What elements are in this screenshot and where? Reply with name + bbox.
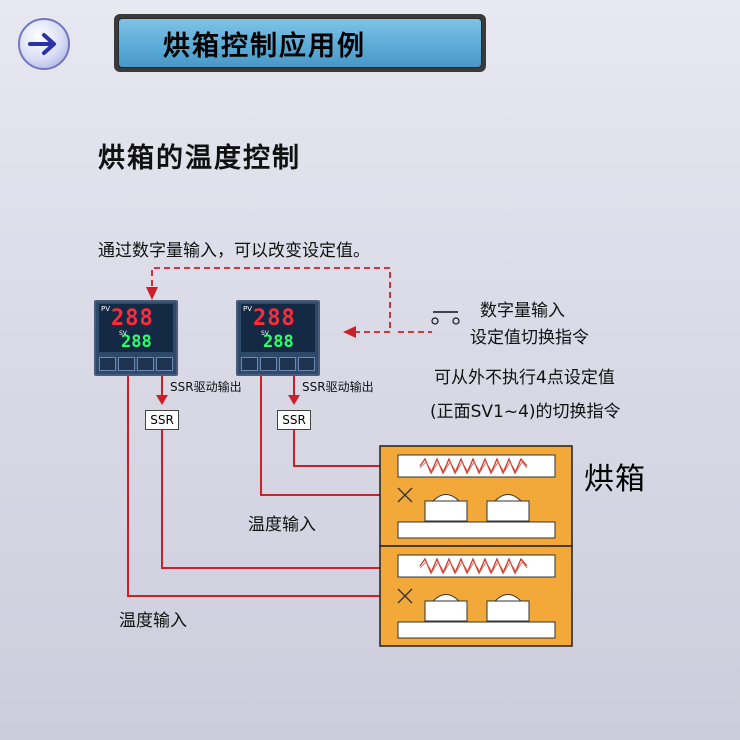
switch-terminal bbox=[452, 317, 460, 325]
title-banner: 烘箱控制应用例 bbox=[114, 14, 486, 72]
workpiece bbox=[486, 500, 530, 522]
temp-input-wire-lower bbox=[127, 366, 404, 597]
workpiece bbox=[486, 600, 530, 622]
controller-keys bbox=[99, 357, 173, 371]
controller-key bbox=[279, 357, 296, 371]
pv-label: PV bbox=[101, 305, 111, 313]
controller-key bbox=[118, 357, 135, 371]
heater-coil bbox=[419, 461, 528, 473]
temp-input-wire-upper bbox=[260, 366, 404, 496]
heater-coil bbox=[419, 557, 528, 575]
note-line-2: (正面SV1~4)的切换指令 bbox=[430, 402, 621, 422]
temperature-controller-1: PV 288 SV 288 bbox=[94, 300, 178, 376]
controller-key bbox=[99, 357, 116, 371]
ssr-relay-2: SSR bbox=[277, 410, 311, 430]
workpiece bbox=[424, 500, 468, 522]
controller-display: PV 288 SV 288 bbox=[241, 304, 315, 352]
heater-wire-upper bbox=[293, 430, 386, 467]
controller-key bbox=[260, 357, 277, 371]
switch-terminal bbox=[431, 317, 439, 325]
pv-readout: 288 bbox=[253, 306, 296, 331]
note-line-1: 可从外不执行4点设定值 bbox=[434, 368, 615, 388]
arrow-head bbox=[146, 287, 158, 300]
controller-key bbox=[156, 357, 173, 371]
ssr-drive-label-1: SSR驱动输出 bbox=[170, 380, 242, 394]
controller-display: PV 288 SV 288 bbox=[99, 304, 173, 352]
sv-readout: 288 bbox=[121, 332, 152, 352]
arrow-head bbox=[156, 395, 168, 405]
controller-key bbox=[298, 357, 315, 371]
ssr-relay-1: SSR bbox=[145, 410, 179, 430]
workpiece bbox=[424, 600, 468, 622]
heater-coil bbox=[419, 457, 528, 475]
sv-label: SV bbox=[119, 330, 127, 337]
digital-input-label: 数字量输入 bbox=[480, 301, 565, 321]
intro-text: 通过数字量输入，可以改变设定值。 bbox=[98, 241, 370, 261]
setpoint-switch-label: 设定值切换指令 bbox=[470, 328, 589, 348]
oven-label: 烘箱 bbox=[584, 462, 646, 497]
oven-shelf bbox=[397, 621, 556, 639]
ssr-drive-label-2: SSR驱动输出 bbox=[302, 380, 374, 394]
page-title: 烘箱控制应用例 bbox=[118, 18, 482, 68]
right-arrow-icon bbox=[28, 33, 56, 55]
temp-input-label-upper: 温度输入 bbox=[248, 515, 316, 535]
digital-input-wire bbox=[151, 267, 391, 333]
heater-coil bbox=[419, 561, 528, 573]
sv-readout: 288 bbox=[263, 332, 294, 352]
nav-button[interactable] bbox=[18, 18, 70, 70]
temperature-controller-2: PV 288 SV 288 bbox=[236, 300, 320, 376]
arrow-head bbox=[288, 395, 300, 405]
controller-key bbox=[137, 357, 154, 371]
oven-shelf bbox=[397, 521, 556, 539]
section-heading: 烘箱的温度控制 bbox=[98, 143, 301, 174]
sv-label: SV bbox=[261, 330, 269, 337]
pv-label: PV bbox=[243, 305, 253, 313]
controller-key bbox=[241, 357, 258, 371]
controller-keys bbox=[241, 357, 315, 371]
arrow-head bbox=[343, 326, 356, 338]
temp-input-label-lower: 温度输入 bbox=[119, 611, 187, 631]
heater-wire-lower bbox=[161, 430, 386, 569]
pv-readout: 288 bbox=[111, 306, 154, 331]
